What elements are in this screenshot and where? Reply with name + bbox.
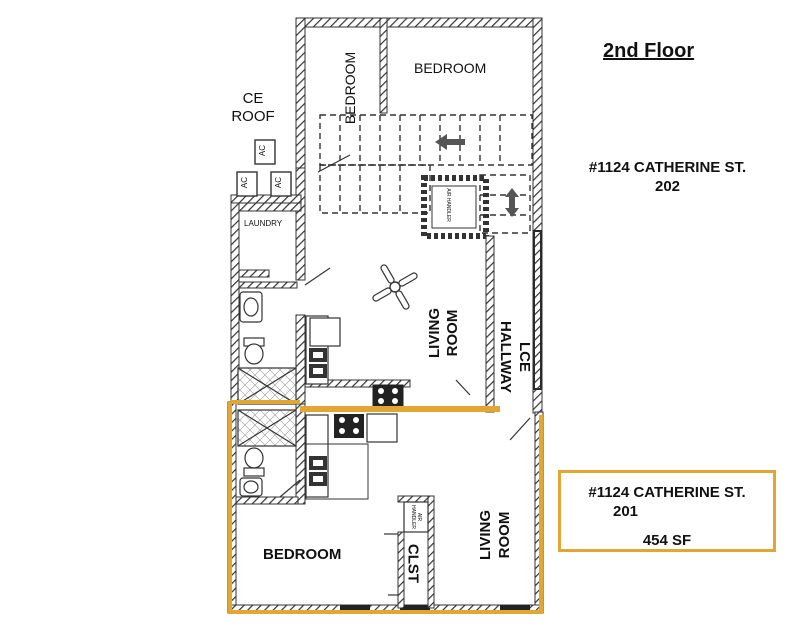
ac-unit-icon: [236, 139, 292, 197]
roof-label-text: CE ROOF: [231, 90, 275, 125]
unit-202-number: 202: [654, 178, 681, 195]
unit-201-number: 201: [613, 503, 639, 520]
room-label-air-handler-upper: AIR HANDLER: [445, 188, 451, 222]
living-room-upper-text: LIVING ROOM: [426, 308, 461, 359]
room-label-laundry: LAUNDRY: [244, 219, 283, 228]
door-swings-upper: [304, 154, 531, 441]
stair-arrow-icon: [435, 134, 519, 217]
unit-201-highlight: [228, 400, 543, 614]
room-label-bedroom-upper-left: BEDROOM: [342, 51, 358, 125]
room-label-bedroom-lower: BEDROOM: [263, 546, 342, 563]
door-swings-lower: [279, 479, 398, 596]
kitchen-lower: [305, 413, 398, 500]
unit-201-info-box: #1124 CATHERINE ST. 201 454 SF: [558, 470, 776, 552]
unit-201-address: #1124 CATHERINE ST.: [588, 484, 746, 501]
walls-unit-202: [230, 17, 543, 414]
room-label-living-room-lower: LIVING ROOM: [476, 494, 514, 576]
unit-202-address-block: #1124 CATHERINE ST. 202: [570, 158, 765, 196]
bathroom-fixtures-lower: [237, 409, 297, 497]
stairs: [319, 114, 533, 234]
ac-label-1: AC: [258, 144, 268, 157]
room-label-hallway: LCE HALLWAY: [496, 316, 534, 398]
air-handler-lower-text: AIR HANDLER: [410, 505, 422, 529]
ac-label-3: AC: [274, 176, 284, 189]
floor-title: 2nd Floor: [603, 40, 695, 62]
hallway-text: LCE HALLWAY: [497, 321, 533, 393]
roof-label: CE ROOF: [226, 90, 280, 126]
bathroom-fixtures-upper: [237, 291, 297, 405]
room-label-bedroom-upper-right: BEDROOM: [414, 60, 487, 76]
unit-201-address-block: #1124 CATHERINE ST. 201 454 SF: [561, 483, 773, 550]
room-label-air-handler-lower: AIR HANDLER: [410, 497, 422, 537]
ceiling-fan-icon: [372, 264, 418, 310]
kitchen-upper: [305, 315, 404, 408]
living-room-lower-text: LIVING ROOM: [477, 510, 513, 561]
room-label-closet: CLST: [404, 543, 422, 584]
unit-202-address: #1124 CATHERINE ST.: [588, 159, 747, 176]
ac-label-2: AC: [240, 176, 250, 189]
room-label-living-room-upper: LIVING ROOM: [426, 293, 462, 373]
unit-201-area: 454 SF: [642, 532, 692, 549]
